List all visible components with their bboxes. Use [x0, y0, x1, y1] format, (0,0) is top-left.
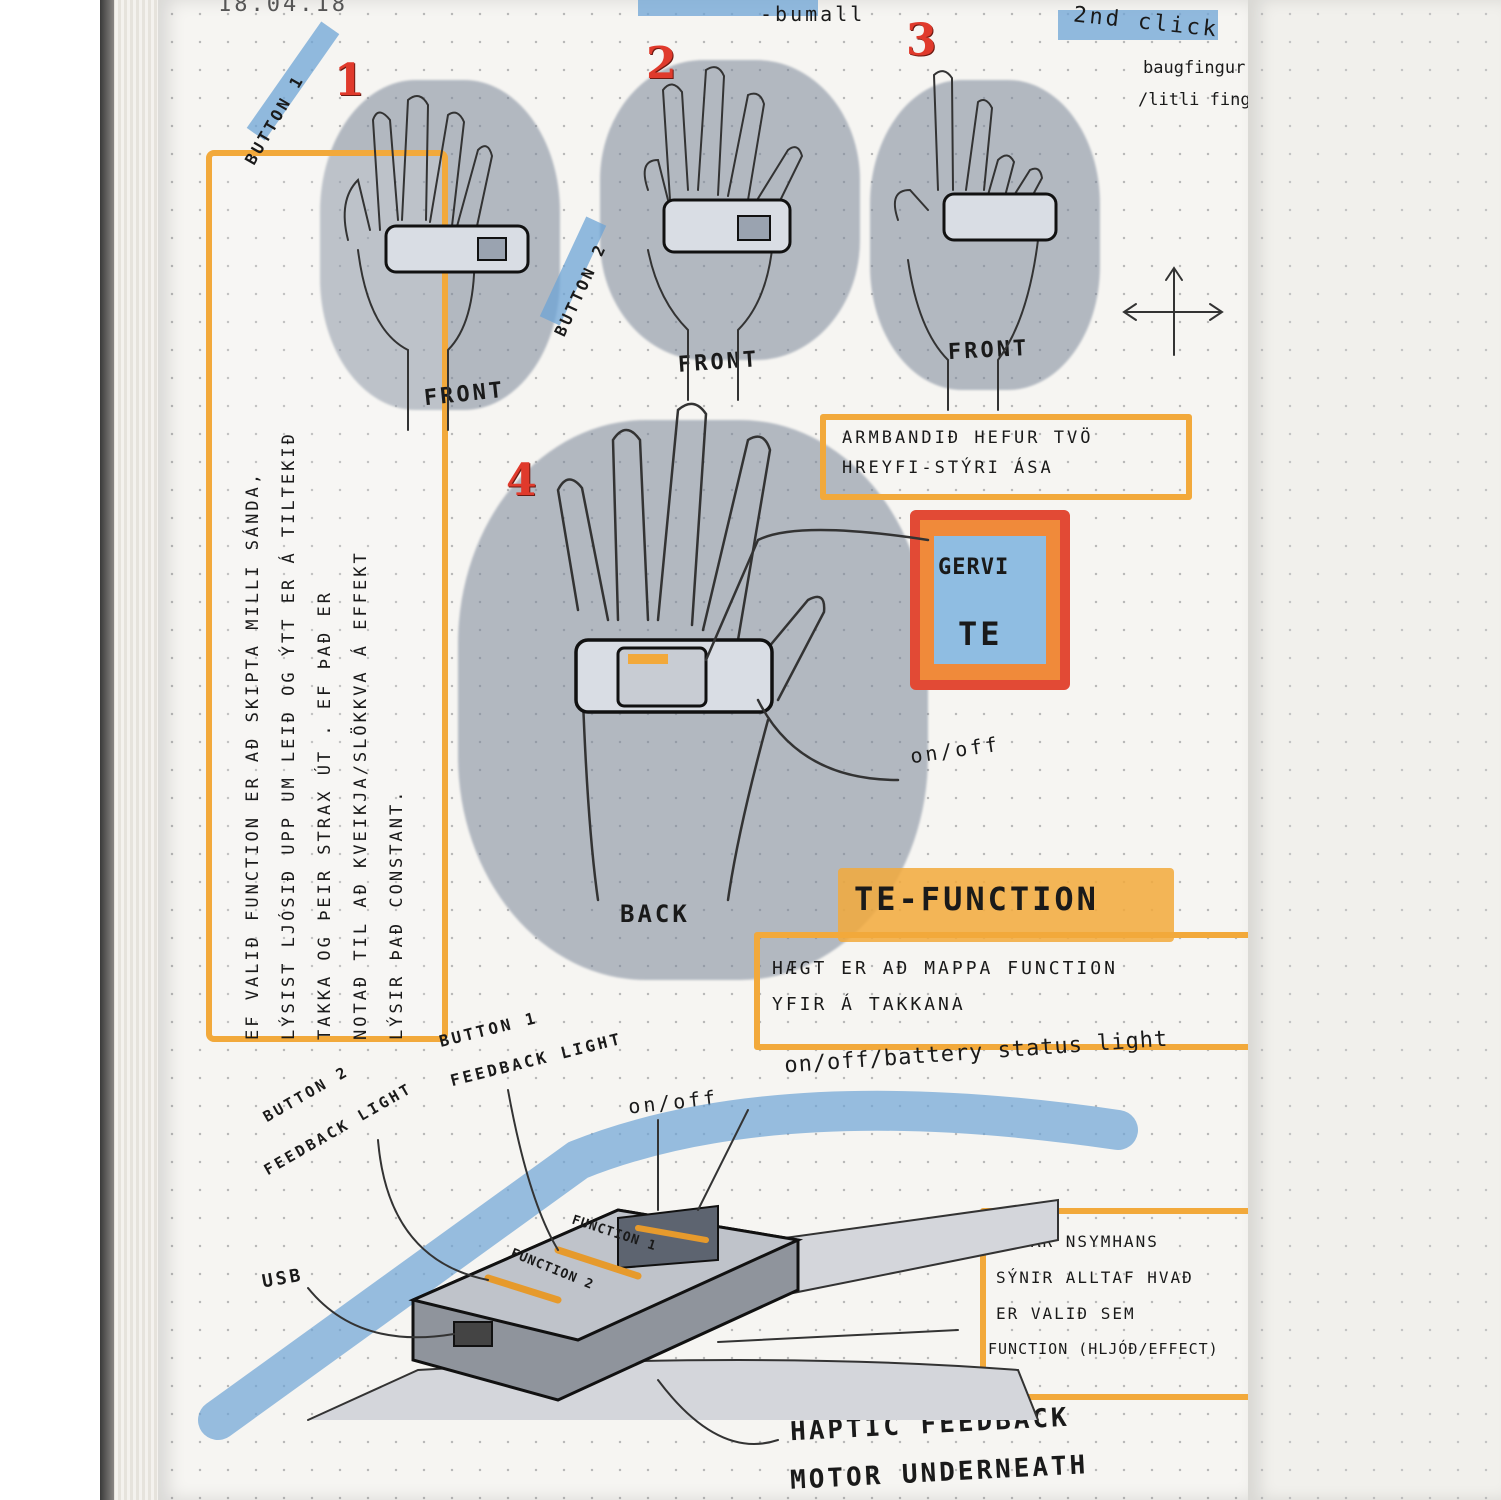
- blue-marker-top: [638, 0, 818, 16]
- date-label: 18.04.18: [218, 0, 348, 17]
- gervi-te-box: [910, 510, 1070, 690]
- te-function-desc-1: HÆGT ER AÐ MAPPA FUNCTION: [772, 958, 1118, 979]
- axis-arrows-icon: [1122, 266, 1224, 356]
- screen-note-line: SÝNIR ALLTAF HVAÐ: [996, 1268, 1194, 1287]
- finger-note-1: baugfingur: [1143, 58, 1246, 78]
- hand-sketch-4: [556, 402, 930, 902]
- sketchbook-page: EF VALIÐ FUNCTION ER AÐ SKIPTA MILLI SÁN…: [158, 0, 1248, 1500]
- finger-note-2: /litli fingur: [1138, 90, 1248, 110]
- hand-and-device-sketches: [198, 66, 1224, 1445]
- hand-sketch-3: [894, 70, 1058, 411]
- screen-note-line: FUNCTION (HLJÓÐ/EFFECT): [988, 1340, 1219, 1358]
- top-note: -bumall: [760, 2, 866, 26]
- step-number-3: 3: [906, 15, 937, 66]
- te-label: TE: [958, 615, 1003, 653]
- hand-sketch-1: [343, 95, 530, 431]
- facing-page: [1248, 0, 1501, 1500]
- hand-sketch-2: [643, 66, 804, 401]
- step-number-4: 4: [506, 455, 537, 506]
- screen-note-line: ER VALIÐ SEM: [996, 1304, 1136, 1323]
- wristband-device-sketch: [198, 1089, 1138, 1445]
- step-number-2: 2: [646, 38, 677, 89]
- step-number-1: 1: [334, 55, 365, 106]
- armband-note-line-1: ARMBANDIÐ HEFUR TVÖ: [842, 428, 1094, 448]
- te-function-desc-box: [754, 932, 1248, 1050]
- blue-marker-top-right: [1058, 10, 1218, 40]
- te-function-title: TE-FUNCTION: [854, 880, 1099, 918]
- back-label: BACK: [620, 900, 690, 928]
- armband-note-line-2: HREYFI-STÝRI ÁSA: [842, 458, 1054, 478]
- te-function-desc-2: YFIR Á TAKKANA: [772, 994, 966, 1015]
- gervi-label: GERVI: [938, 555, 1010, 580]
- screen-note-box: [980, 1208, 1248, 1400]
- book-spine-shadow: [100, 0, 114, 1500]
- left-note-box: [206, 150, 448, 1042]
- te-function-title-bg: [838, 868, 1174, 942]
- armband-note-box: [820, 414, 1192, 500]
